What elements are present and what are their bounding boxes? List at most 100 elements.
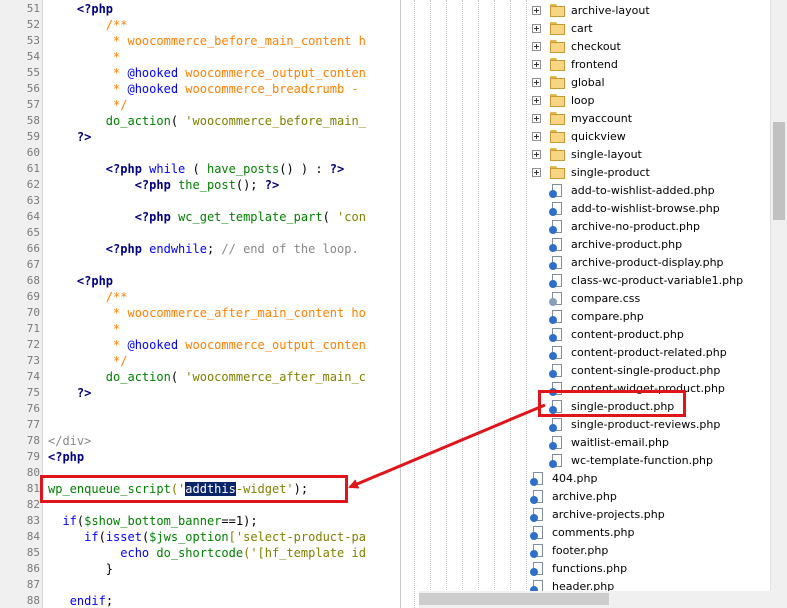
tree-item-label: header.php — [552, 580, 615, 593]
scrollbar-thumb[interactable] — [419, 593, 609, 605]
line-number: 67 — [26, 258, 40, 271]
code-text: * — [48, 49, 120, 65]
file-badge — [530, 496, 538, 504]
tree-guide-line — [494, 0, 495, 608]
tree-item-label: archive-projects.php — [552, 508, 665, 521]
code-token: /** — [48, 290, 128, 304]
code-token: () ) : — [279, 162, 330, 176]
line-number: 54 — [26, 50, 40, 63]
code-token: the_post — [178, 178, 236, 192]
expand-icon[interactable] — [532, 42, 541, 51]
code-token: woocommerce_breadcrumb - — [178, 82, 359, 96]
code-text: <?php while ( have_posts() ) : ?> — [48, 161, 344, 177]
expand-icon[interactable] — [532, 24, 541, 33]
line-number: 72 — [26, 338, 40, 351]
code-token: <?php — [134, 210, 171, 224]
code-token: <?php — [76, 274, 114, 288]
code-text: do_action( 'woocommerce_before_main_ — [48, 113, 366, 129]
code-text: <?php wc_get_template_part( 'con — [48, 209, 366, 225]
code-text: * @hooked woocommerce_output_conten — [48, 337, 366, 353]
code-token: endwhile — [149, 242, 207, 256]
line-number-gutter — [0, 0, 43, 608]
file-badge — [530, 550, 538, 558]
file-badge — [530, 478, 538, 486]
folder-tab — [550, 58, 557, 61]
expand-icon[interactable] — [532, 132, 541, 141]
folder-icon — [550, 94, 565, 107]
code-text: if(isset($jws_option['select-product-pa — [48, 529, 366, 545]
line-number: 58 — [26, 114, 40, 127]
php-file-icon — [530, 490, 544, 504]
line-number: 57 — [26, 98, 40, 111]
folder-body — [550, 150, 565, 161]
tree-item-label: add-to-wishlist-browse.php — [571, 202, 720, 215]
code-token: <?php — [76, 2, 114, 16]
tree-item-label: wc-template-function.php — [571, 454, 714, 467]
code-token — [48, 530, 84, 544]
code-text: * woocommerce_before_main_content h — [48, 33, 366, 49]
folder-tab — [550, 4, 557, 7]
code-token: do_shortcode — [156, 546, 244, 560]
code-text: <?php — [48, 449, 84, 465]
folder-body — [550, 78, 565, 89]
line-number: 84 — [26, 530, 40, 543]
expand-icon[interactable] — [532, 168, 541, 177]
tree-item-label: single-product.php — [571, 400, 675, 413]
code-token: ('[hf_template id — [243, 546, 366, 560]
line-number: 76 — [26, 402, 40, 415]
code-token: -widget' — [235, 482, 294, 496]
vertical-scrollbar[interactable] — [770, 0, 787, 591]
line-number: 52 — [26, 18, 40, 31]
expand-icon[interactable] — [532, 78, 541, 87]
folder-body — [550, 42, 565, 53]
tree-item-label: comments.php — [552, 526, 635, 539]
line-number: 86 — [26, 562, 40, 575]
folder-body — [550, 96, 565, 107]
tree-item-label: footer.php — [552, 544, 609, 557]
file-badge — [530, 568, 538, 576]
code-token: ['select-product-pa — [228, 530, 366, 544]
tree-item-label: functions.php — [552, 562, 628, 575]
tree-guide-line — [526, 0, 527, 608]
code-token: $show_bottom_banner — [84, 514, 222, 528]
php-file-icon — [549, 436, 563, 450]
folder-tab — [550, 166, 557, 169]
php-file-icon — [549, 220, 563, 234]
expand-icon[interactable] — [532, 60, 541, 69]
code-token: 'woocommerce_before_main_ — [185, 114, 366, 128]
tree-item-label: myaccount — [571, 112, 633, 125]
code-token: endif — [69, 594, 106, 608]
code-text: <?php — [48, 273, 113, 289]
code-token — [171, 210, 178, 224]
tree-item-label: single-product-reviews.php — [571, 418, 721, 431]
expand-icon[interactable] — [532, 114, 541, 123]
php-file-icon — [549, 184, 563, 198]
code-token: ( — [170, 114, 186, 128]
expand-icon[interactable] — [532, 6, 541, 15]
scrollbar-thumb[interactable] — [773, 122, 785, 220]
file-badge — [549, 208, 557, 216]
expand-icon[interactable] — [532, 96, 541, 105]
code-token: woocommerce_output_conten — [178, 66, 366, 80]
tree-item-label: quickview — [571, 130, 626, 143]
line-number: 56 — [26, 82, 40, 95]
expand-icon[interactable] — [532, 150, 541, 159]
tree-item-label: single-layout — [571, 148, 642, 161]
line-number: 71 — [26, 322, 40, 335]
code-token: woocommerce_output_conten — [178, 338, 366, 352]
code-text: * woocommerce_after_main_content ho — [48, 305, 366, 321]
code-token — [48, 178, 135, 192]
code-text: ?> — [48, 385, 91, 401]
code-token: </div> — [48, 434, 92, 448]
code-token — [48, 274, 77, 288]
code-token — [48, 130, 77, 144]
file-badge — [549, 370, 557, 378]
php-file-icon — [530, 472, 544, 486]
code-token: do_action — [105, 114, 171, 128]
code-token: ( — [185, 162, 207, 176]
code-token: ( — [141, 530, 150, 544]
horizontal-scrollbar[interactable] — [419, 591, 787, 608]
code-token — [48, 162, 106, 176]
